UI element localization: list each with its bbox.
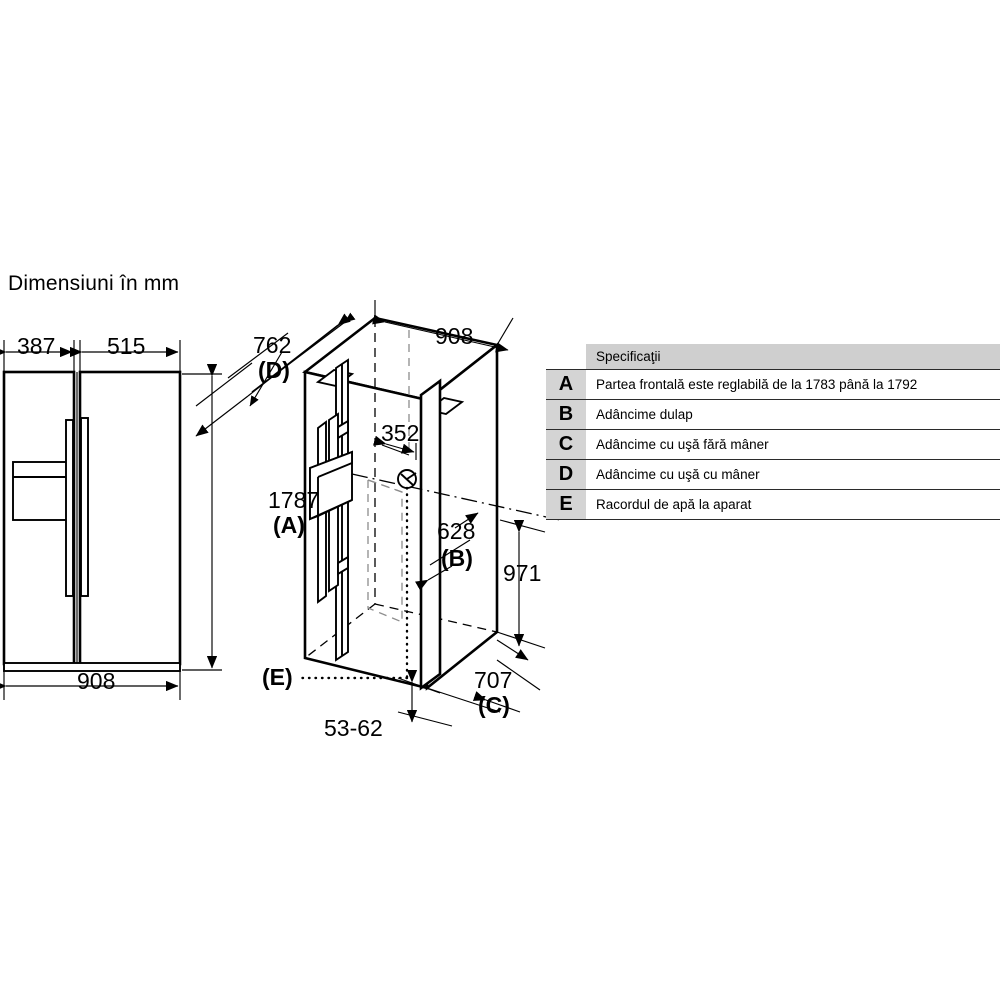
dim-387: 387 xyxy=(17,333,56,359)
specifications-table: Specificaţii A Partea frontală este regl… xyxy=(546,344,1000,520)
dim-1787-ref: (A) xyxy=(273,512,305,538)
front-view-drawing xyxy=(0,340,222,700)
dim-707-ref: (C) xyxy=(478,692,510,718)
dim-53-62: 53-62 xyxy=(324,715,383,741)
table-row-key-a: A xyxy=(546,370,586,399)
dim-515: 515 xyxy=(107,333,146,359)
dim-707: 707 xyxy=(474,667,513,693)
table-bottom-border xyxy=(546,519,1000,520)
table-row-key-d: D xyxy=(546,460,586,489)
table-header-key xyxy=(546,344,586,369)
dim-762-ref: (D) xyxy=(258,357,290,383)
table-header-label: Specificaţii xyxy=(596,349,661,364)
table-header-row: Specificaţii xyxy=(546,344,1000,369)
dim-971: 971 xyxy=(503,560,542,586)
page-title: Dimensiuni în mm xyxy=(8,272,180,295)
dim-762: 762 xyxy=(253,332,292,358)
table-row-key-c: C xyxy=(546,430,586,459)
dim-628: 628 xyxy=(437,518,476,544)
table-row-label-b: Adâncime dulap xyxy=(596,407,693,422)
table-row-key-e: E xyxy=(546,490,586,519)
ref-E-label: (E) xyxy=(262,664,293,690)
dim-628-ref: (B) xyxy=(441,545,473,571)
table-row: D Adâncime cu uşă cu mâner xyxy=(546,459,1000,489)
table-row-label-a: Partea frontală este reglabilă de la 178… xyxy=(596,377,918,392)
dim-352: 352 xyxy=(381,420,420,446)
table-row: C Adâncime cu uşă fără mâner xyxy=(546,429,1000,459)
table-row: A Partea frontală este reglabilă de la 1… xyxy=(546,369,1000,399)
table-row: B Adâncime dulap xyxy=(546,399,1000,429)
table-row-label-c: Adâncime cu uşă fără mâner xyxy=(596,437,769,452)
isometric-view-drawing xyxy=(195,300,561,727)
table-row-label-d: Adâncime cu uşă cu mâner xyxy=(596,467,760,482)
dim-908-front: 908 xyxy=(77,668,116,694)
table-row-key-b: B xyxy=(546,400,586,429)
table-row-label-e: Racordul de apă la aparat xyxy=(596,497,752,512)
dim-1787: 1787 xyxy=(268,487,320,513)
table-row: E Racordul de apă la aparat xyxy=(546,489,1000,519)
dim-908-iso: 908 xyxy=(435,323,474,349)
